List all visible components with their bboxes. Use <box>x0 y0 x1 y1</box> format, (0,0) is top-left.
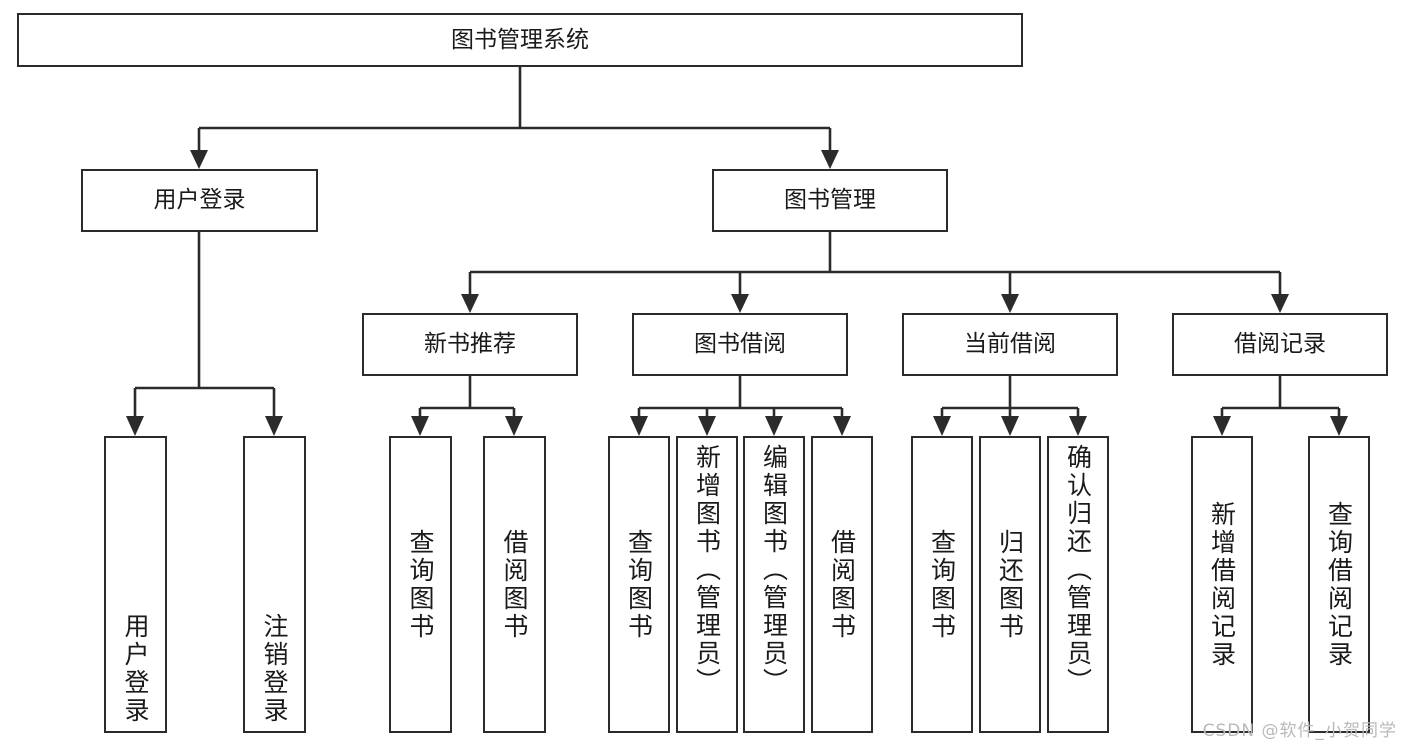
node-label: 借阅图书 <box>827 528 857 641</box>
leaf-edit-book-admin[interactable]: 编辑图书（管理员） <box>743 436 805 733</box>
node-borrowing-records[interactable]: 借阅记录 <box>1172 313 1388 376</box>
leaf-user-login[interactable]: 用户登录 <box>104 436 167 733</box>
leaf-borrow-book-borrow[interactable]: 借阅图书 <box>811 436 873 733</box>
node-label: 图书借阅 <box>694 331 786 358</box>
node-label: 当前借阅 <box>964 331 1056 358</box>
node-book-borrowing[interactable]: 图书借阅 <box>632 313 848 376</box>
leaf-confirm-return-admin[interactable]: 确认归还（管理员） <box>1047 436 1109 733</box>
node-label: 注销登录 <box>260 613 289 725</box>
node-label: 借阅图书 <box>500 528 529 641</box>
node-label: 用户登录 <box>153 187 246 214</box>
leaf-query-book-borrow[interactable]: 查询图书 <box>608 436 670 733</box>
leaf-logout[interactable]: 注销登录 <box>243 436 306 733</box>
node-label: 用户登录 <box>121 613 150 725</box>
leaf-query-borrow-record[interactable]: 查询借阅记录 <box>1308 436 1370 733</box>
node-label: 图书管理系统 <box>451 26 589 53</box>
node-label: 查询图书 <box>624 528 654 641</box>
node-label: 新增借阅记录 <box>1207 500 1237 669</box>
node-label: 查询借阅记录 <box>1324 500 1354 669</box>
node-label: 归还图书 <box>995 528 1025 641</box>
node-current-borrowing[interactable]: 当前借阅 <box>902 313 1118 376</box>
node-root-system[interactable]: 图书管理系统 <box>17 13 1023 67</box>
node-label: 图书管理 <box>784 187 876 214</box>
leaf-return-book[interactable]: 归还图书 <box>979 436 1041 733</box>
node-label: 新书推荐 <box>424 331 516 358</box>
node-book-management[interactable]: 图书管理 <box>712 169 948 232</box>
node-new-book-recommendation[interactable]: 新书推荐 <box>362 313 578 376</box>
leaf-add-borrow-record[interactable]: 新增借阅记录 <box>1191 436 1253 733</box>
node-user-login[interactable]: 用户登录 <box>81 169 318 232</box>
node-label: 编辑图书（管理员） <box>759 444 789 696</box>
leaf-borrow-book-rec[interactable]: 借阅图书 <box>483 436 546 733</box>
node-label: 借阅记录 <box>1234 331 1326 358</box>
node-label: 查询图书 <box>927 528 957 641</box>
node-label: 确认归还（管理员） <box>1063 444 1093 696</box>
leaf-add-book-admin[interactable]: 新增图书（管理员） <box>676 436 738 733</box>
node-label: 新增图书（管理员） <box>692 444 722 696</box>
leaf-query-book-rec[interactable]: 查询图书 <box>389 436 452 733</box>
node-label: 查询图书 <box>406 528 435 641</box>
leaf-query-book-current[interactable]: 查询图书 <box>911 436 973 733</box>
